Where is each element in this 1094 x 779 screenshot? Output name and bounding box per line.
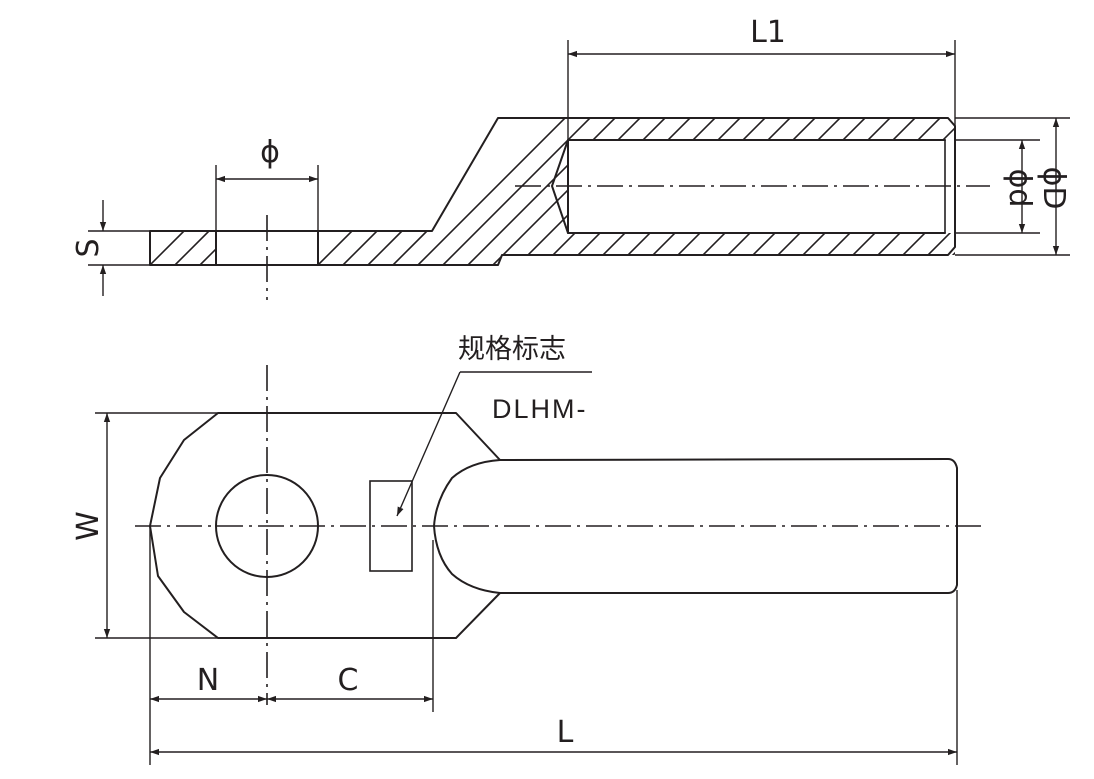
spec-mark-model: DLHM- [492,394,588,424]
label-w: W [71,511,106,541]
label-phi-D: ϕD [1036,167,1071,210]
specification-callout: 规格标志 DLHM- [396,334,592,517]
label-phi-d: ϕd [1002,169,1037,208]
spec-mark-title: 规格标志 [458,334,566,365]
label-c: C [338,663,359,698]
marking-box [369,480,413,572]
dimension-outer-diameter: ϕD [955,117,1071,256]
dimension-n-c: N C [149,526,434,765]
plan-view: 规格标志 DLHM- W N C L [71,334,985,765]
dimension-s: S [71,200,150,296]
dimension-l: L [150,590,958,765]
label-l1: L1 [750,15,786,50]
dimension-hole-diameter: ϕ [215,135,319,231]
section-view: L1 ϕ S ϕd ϕD [71,15,1071,300]
label-phi: ϕ [260,135,280,170]
label-s: S [71,238,106,257]
label-l: L [557,715,574,750]
dimension-inner-diameter: ϕd [955,139,1040,234]
label-n: N [197,663,219,698]
barrel-outline [433,458,958,594]
dimension-l1: L1 [567,15,956,140]
barrel-bore [551,139,946,234]
dimension-w: W [71,412,218,639]
